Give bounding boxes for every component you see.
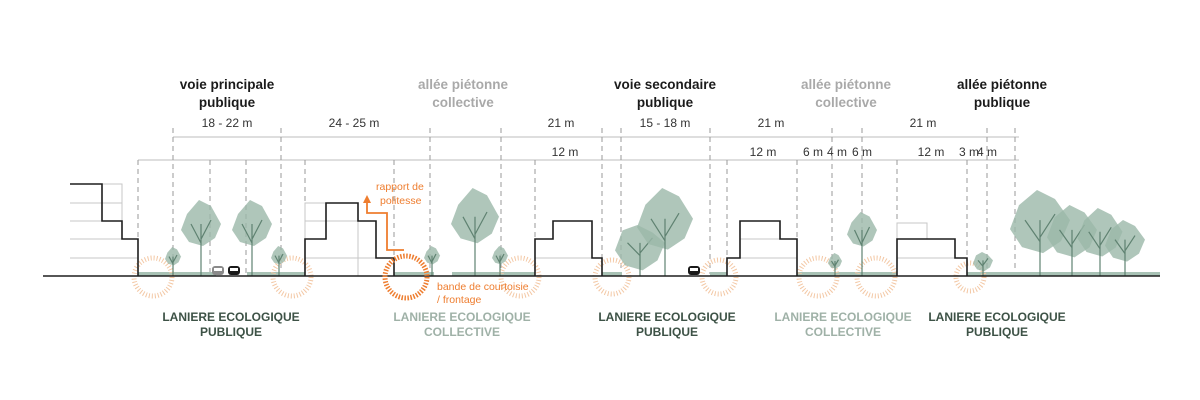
dim-3: 3 m <box>959 145 979 159</box>
title-allee-collective-2b: collective <box>815 95 877 110</box>
title-allee-publique-2: publique <box>974 95 1031 110</box>
trees <box>165 188 1145 276</box>
street-type-labels: voie principale publique allée piétonne … <box>180 77 1048 110</box>
laniere-label-5a: LANIERE ECOLOGIQUE <box>928 310 1065 324</box>
frontage-ring-marker <box>382 253 430 301</box>
building-3 <box>534 220 603 276</box>
tree-icon <box>271 246 287 276</box>
car-icon <box>688 266 700 275</box>
laniere-label-5b: PUBLIQUE <box>966 325 1028 339</box>
ecological-strip-labels: LANIERE ECOLOGIQUE PUBLIQUE LANIERE ECOL… <box>162 310 1065 339</box>
tree-icon <box>181 200 221 276</box>
dim-12-a: 12 m <box>552 145 579 159</box>
rapport-label-2: politesse <box>380 195 422 207</box>
tree-icon <box>847 212 877 276</box>
dim-18-22: 18 - 22 m <box>202 116 253 130</box>
tree-icon <box>973 252 993 276</box>
car-icon <box>228 266 240 275</box>
laniere-label-1a: LANIERE ECOLOGIQUE <box>162 310 299 324</box>
planted-strips <box>138 272 1160 276</box>
dimension-lines <box>137 128 1019 274</box>
car-icon <box>212 266 224 275</box>
tree-icon <box>637 188 693 276</box>
tree-icon <box>232 200 272 276</box>
building-5 <box>896 222 968 276</box>
tree-icon <box>1105 220 1145 276</box>
dim-12-c: 12 m <box>918 145 945 159</box>
tree-icon <box>492 246 508 276</box>
building-2 <box>304 202 395 277</box>
dim-15-18: 15 - 18 m <box>640 116 691 130</box>
bande-label-1: bande de courtoisie <box>437 281 529 293</box>
dim-4-a: 4 m <box>827 145 847 159</box>
courtesy-annotation: rapport de politesse bande de courtoisie… <box>363 181 529 306</box>
arrow-head-icon <box>363 195 371 203</box>
title-allee-collective-2: allée piétonne <box>801 77 892 92</box>
title-voie-principale-1: voie principale <box>180 77 275 92</box>
tree-icon <box>828 253 842 276</box>
laniere-label-4b: COLLECTIVE <box>805 325 881 339</box>
dim-4-b: 4 m <box>977 145 997 159</box>
laniere-label-4a: LANIERE ECOLOGIQUE <box>774 310 911 324</box>
dim-24-25: 24 - 25 m <box>329 116 380 130</box>
rapport-label-1: rapport de <box>376 181 424 193</box>
title-allee-publique-1: allée piétonne <box>957 77 1048 92</box>
building-4 <box>726 220 798 276</box>
ecological-ring-markers <box>131 255 987 299</box>
dim-6-a: 6 m <box>803 145 823 159</box>
laniere-label-2a: LANIERE ECOLOGIQUE <box>393 310 530 324</box>
tree-icon <box>165 247 181 276</box>
dimension-labels: 18 - 22 m 24 - 25 m 21 m 15 - 18 m 21 m … <box>202 116 997 159</box>
title-voie-principale-2: publique <box>199 95 256 110</box>
laniere-label-3a: LANIERE ECOLOGIQUE <box>598 310 735 324</box>
dim-21-a: 21 m <box>548 116 575 130</box>
dim-6-b: 6 m <box>852 145 872 159</box>
cars <box>212 266 700 275</box>
laniere-label-1b: PUBLIQUE <box>200 325 262 339</box>
politesse-arrow <box>366 202 404 251</box>
laniere-label-2b: COLLECTIVE <box>424 325 500 339</box>
building-1 <box>70 183 139 276</box>
laniere-label-3b: PUBLIQUE <box>636 325 698 339</box>
title-voie-secondaire-2: publique <box>637 95 694 110</box>
title-allee-collective-1: allée piétonne <box>418 77 509 92</box>
dim-21-b: 21 m <box>758 116 785 130</box>
dim-12-b: 12 m <box>750 145 777 159</box>
tree-icon <box>451 188 499 276</box>
title-voie-secondaire-1: voie secondaire <box>614 77 717 92</box>
bande-label-2: / frontage <box>437 294 482 306</box>
tree-icon <box>424 246 440 276</box>
title-allee-collective-1b: collective <box>432 95 494 110</box>
dim-21-c: 21 m <box>910 116 937 130</box>
